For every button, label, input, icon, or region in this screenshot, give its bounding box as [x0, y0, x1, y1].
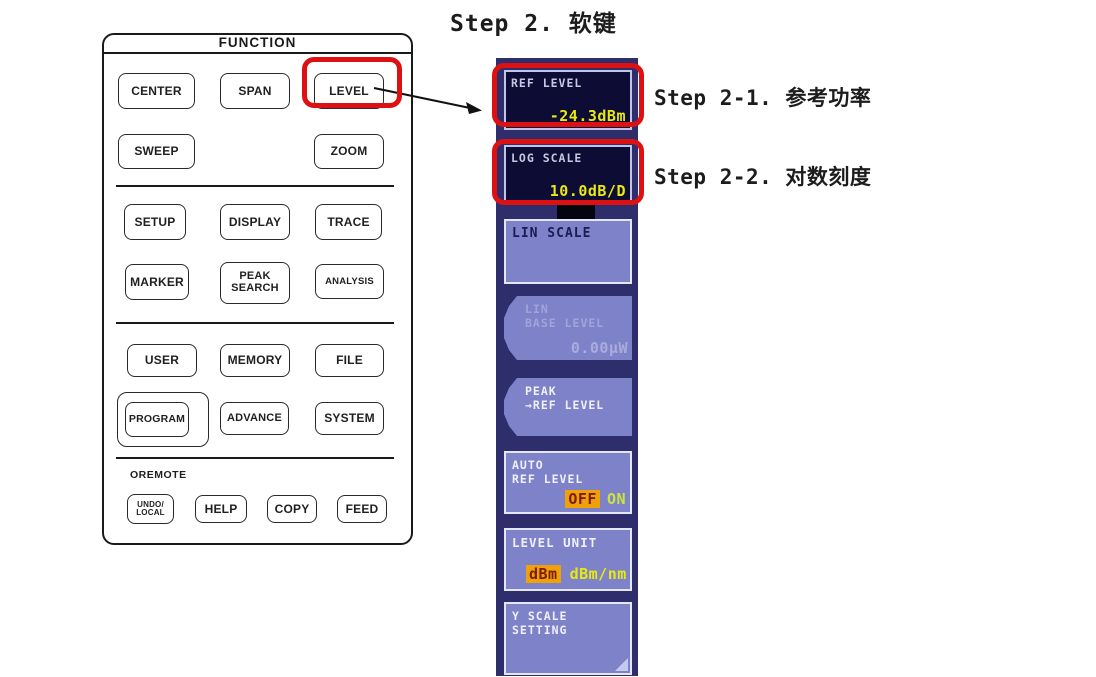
lin-base-level-label-line2: BASE LEVEL [525, 316, 605, 331]
ref-level-value: -24.3dBm [549, 107, 626, 125]
panel-divider-1 [116, 185, 394, 187]
level-unit-dbm-option[interactable]: dBm [526, 565, 561, 583]
note-step2-2: Step 2-2. 对数刻度 [654, 165, 872, 189]
lin-scale-label: LIN SCALE [512, 226, 592, 241]
level-unit-label: LEVEL UNIT [512, 535, 598, 550]
softkey-log-scale[interactable]: LOG SCALE 10.0dB/D [504, 145, 632, 205]
advance-button[interactable]: ADVANCE [220, 402, 289, 435]
analysis-button[interactable]: ANALYSIS [315, 264, 384, 299]
peak-ref-label-line2: →REF LEVEL [525, 398, 605, 413]
softkey-lin-scale[interactable]: LIN SCALE [504, 219, 632, 284]
display-button[interactable]: DISPLAY [220, 204, 290, 240]
note-step2-1: Step 2-1. 参考功率 [654, 86, 872, 110]
sweep-button[interactable]: SWEEP [118, 134, 195, 169]
program-button[interactable]: PROGRAM [125, 402, 189, 437]
file-button[interactable]: FILE [315, 344, 384, 377]
page-title: Step 2. 软键 [450, 11, 617, 37]
softkey-ref-level[interactable]: REF LEVEL -24.3dBm [504, 70, 632, 130]
y-scale-label-line2: SETTING [512, 623, 568, 638]
program-button-frame [117, 392, 209, 447]
marker-button[interactable]: MARKER [125, 264, 189, 300]
function-panel-title: FUNCTION [104, 35, 411, 54]
setup-button[interactable]: SETUP [124, 204, 186, 240]
user-button[interactable]: USER [127, 344, 197, 377]
submenu-fold-corner-icon [615, 658, 628, 671]
span-button[interactable]: SPAN [220, 73, 290, 109]
remote-label: OREMOTE [130, 469, 187, 481]
menu-position-notch [557, 205, 595, 219]
center-button[interactable]: CENTER [118, 73, 195, 109]
trace-button[interactable]: TRACE [315, 204, 382, 240]
level-to-softkey-arrow [373, 87, 482, 114]
peak-ref-label-line1: PEAK [525, 384, 557, 398]
softkey-lin-base-level[interactable]: LIN BASE LEVEL 0.00µW [504, 296, 632, 360]
peak-search-label-line1: PEAK [239, 270, 271, 283]
undo-local-label-line1: UNDO/ [137, 499, 164, 509]
softkey-y-scale-setting[interactable]: Y SCALE SETTING [504, 602, 632, 675]
function-panel: FUNCTION CENTER SPAN LEVEL SWEEP ZOOM SE… [102, 33, 413, 545]
softkey-level-unit[interactable]: LEVEL UNIT dBm dBm/nm [504, 528, 632, 591]
undo-local-button[interactable]: UNDO/ LOCAL [127, 494, 174, 524]
level-unit-dbm-nm-option[interactable]: dBm/nm [569, 565, 627, 583]
memory-button[interactable]: MEMORY [220, 344, 290, 377]
softkey-menu: REF LEVEL -24.3dBm LOG SCALE 10.0dB/D LI… [496, 58, 638, 676]
auto-ref-on-option[interactable]: ON [606, 490, 626, 508]
auto-ref-label-line2: REF LEVEL [512, 472, 584, 487]
help-button[interactable]: HELP [195, 495, 247, 523]
zoom-button[interactable]: ZOOM [314, 134, 384, 169]
panel-divider-3 [116, 457, 394, 459]
feed-button[interactable]: FEED [337, 495, 387, 523]
log-scale-label: LOG SCALE [511, 151, 583, 165]
lin-base-level-value: 0.00µW [570, 339, 628, 357]
peak-search-button[interactable]: PEAK SEARCH [220, 262, 290, 304]
panel-divider-2 [116, 322, 394, 324]
log-scale-value: 10.0dB/D [549, 182, 626, 200]
peak-search-label-line2: SEARCH [231, 282, 279, 294]
y-scale-label-line1: Y SCALE [512, 609, 568, 623]
softkey-auto-ref-level[interactable]: AUTO REF LEVEL OFF ON [504, 451, 632, 514]
ref-level-label: REF LEVEL [511, 76, 583, 90]
softkey-peak-to-ref-level[interactable]: PEAK →REF LEVEL [504, 378, 632, 436]
undo-local-label-line2: LOCAL [136, 508, 165, 517]
system-button[interactable]: SYSTEM [315, 402, 384, 435]
lin-base-level-label-line1: LIN [525, 302, 549, 316]
auto-ref-label-line1: AUTO [512, 458, 544, 472]
auto-ref-off-option[interactable]: OFF [565, 490, 600, 508]
copy-button[interactable]: COPY [267, 495, 317, 523]
